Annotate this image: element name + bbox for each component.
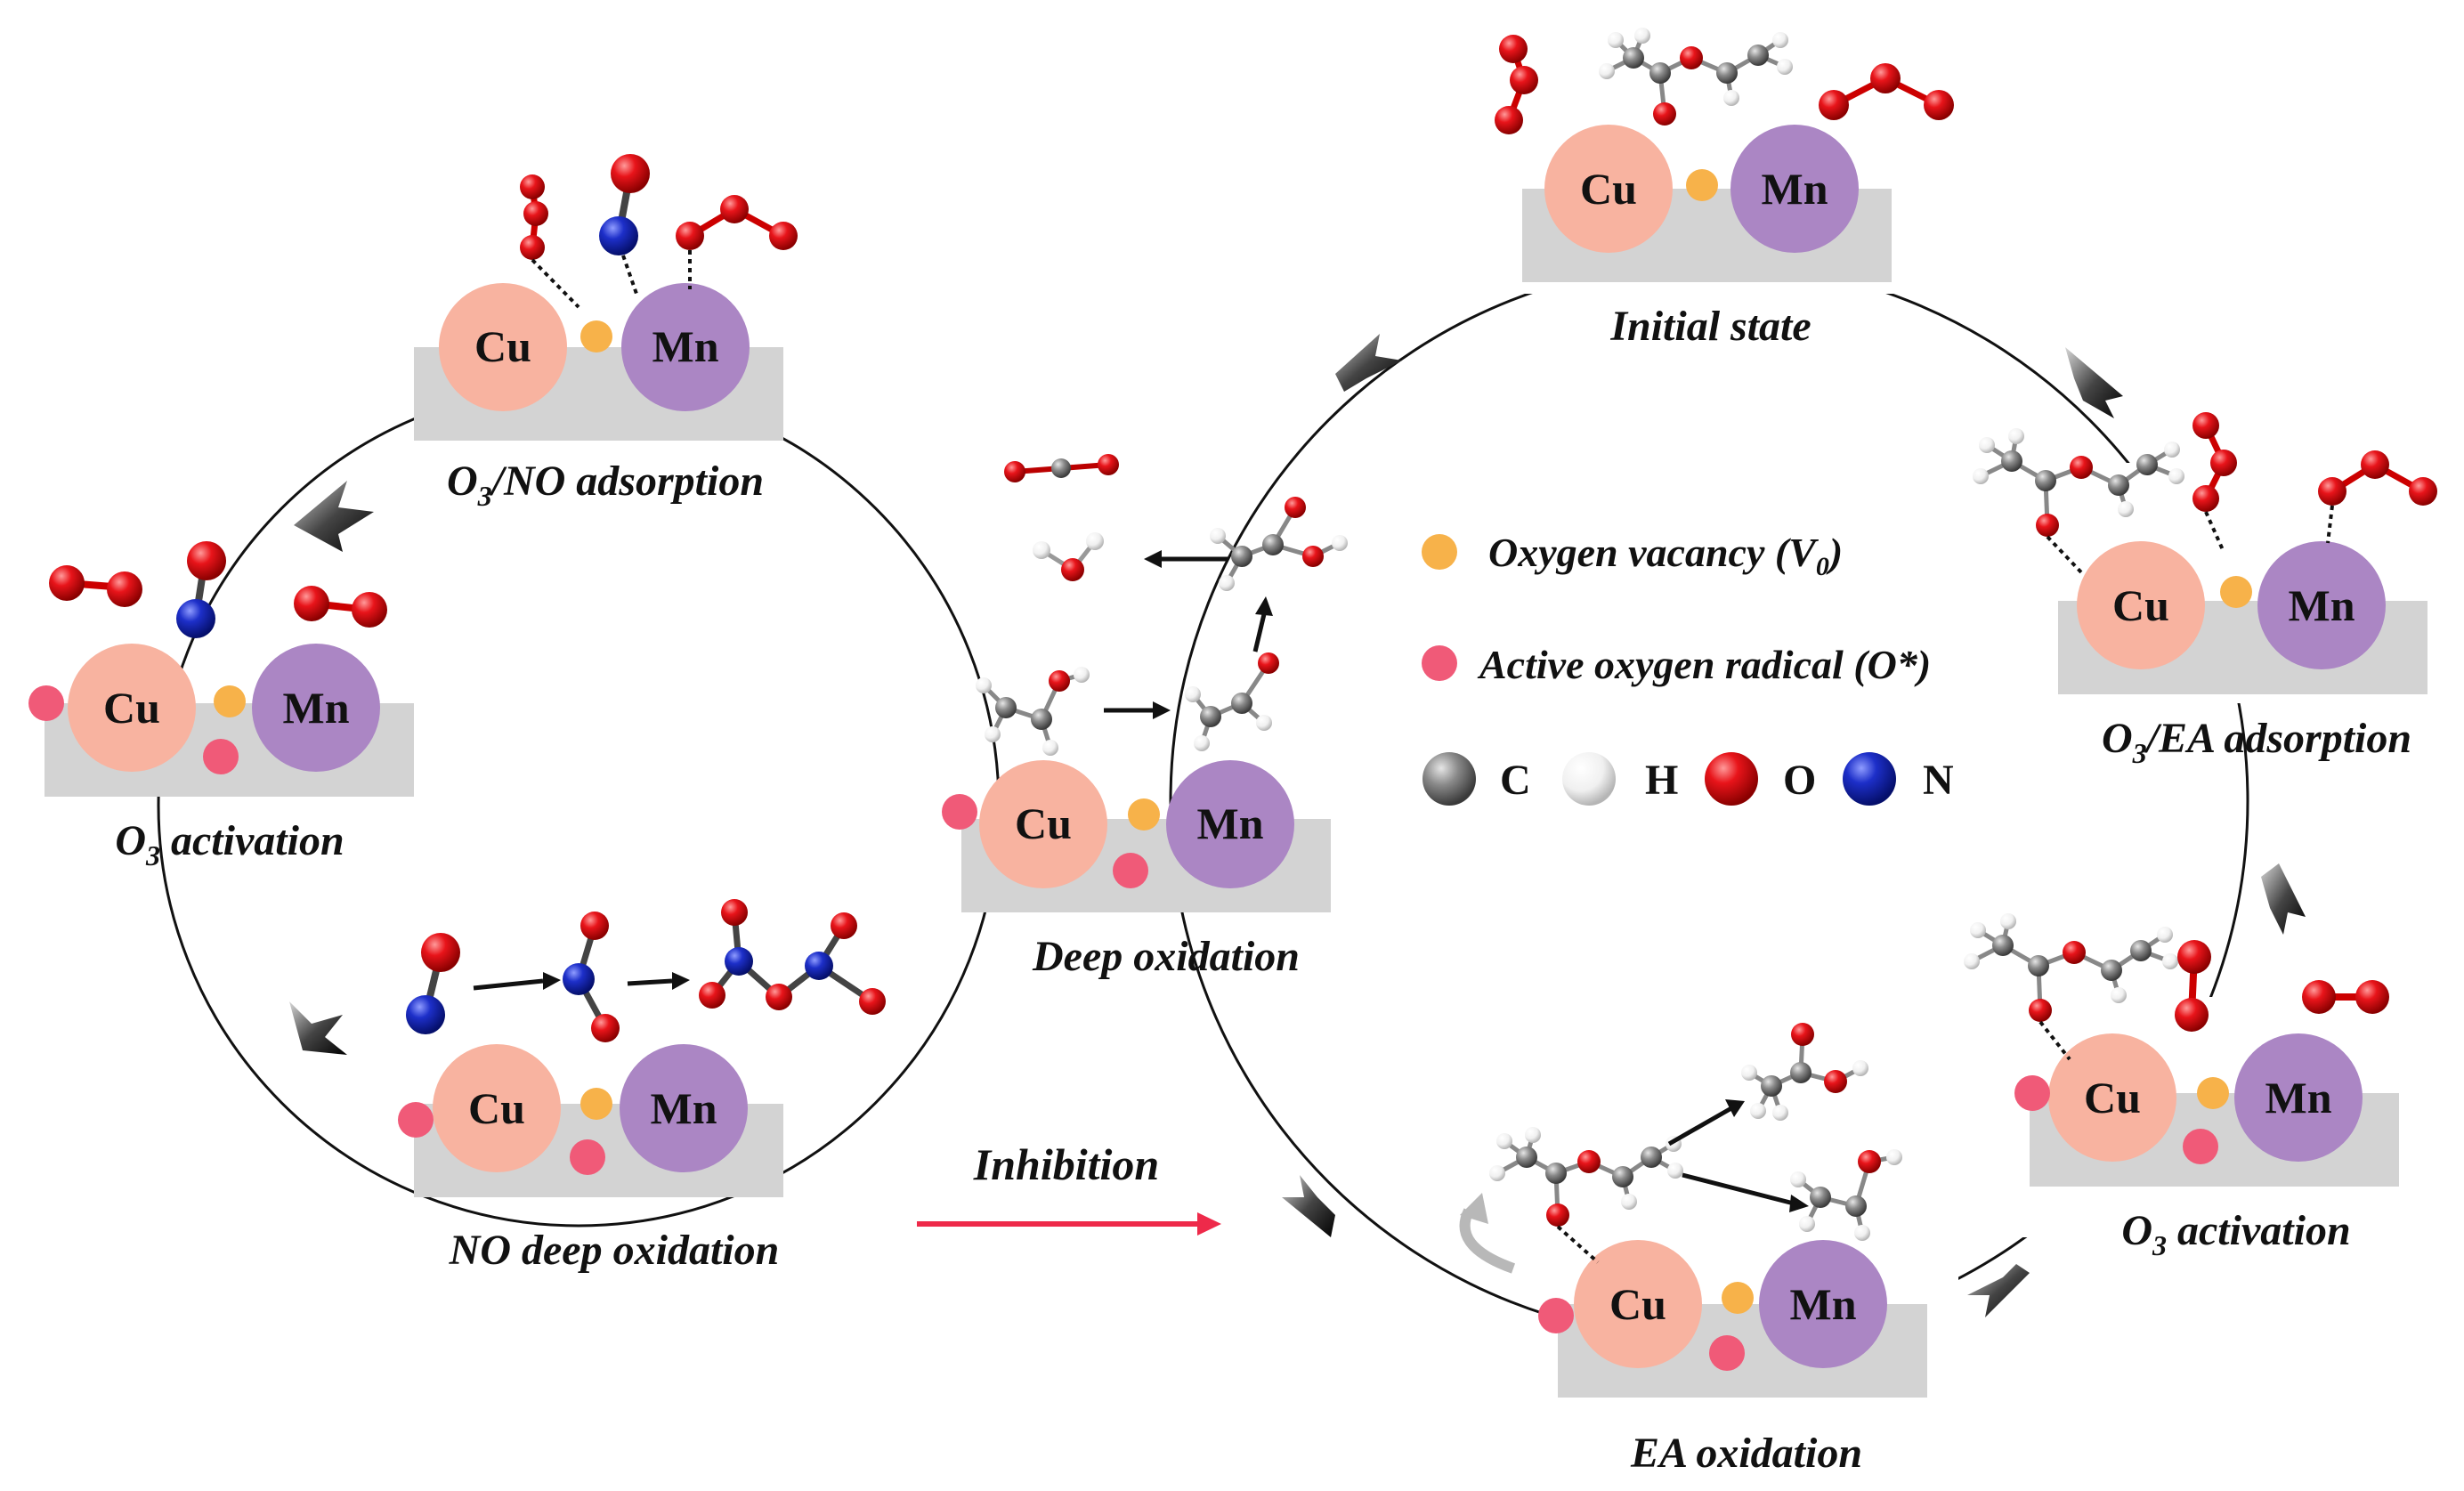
cycle-direction-arrows	[289, 334, 2306, 1317]
svg-text:Mn: Mn	[283, 683, 350, 733]
catalyst-initial-state: Cu Mn	[1522, 125, 1892, 282]
arrow-right-5	[1282, 1175, 1335, 1237]
catalyst-deep-oxidation: Cu Mn	[942, 760, 1331, 912]
legend-hydrogen-label: H	[1645, 757, 1678, 804]
label-initial-state: Initial state	[1609, 303, 1811, 350]
svg-text:Mn: Mn	[652, 321, 719, 371]
catalyst-no-deep-oxidation: Cu Mn	[398, 1044, 783, 1197]
legend-vacancy-label: Oxygen vacancy (V0)	[1488, 530, 1843, 581]
svg-text:Mn: Mn	[1790, 1279, 1857, 1329]
svg-text:Mn: Mn	[1197, 798, 1264, 848]
svg-text:Cu: Cu	[2112, 580, 2169, 630]
catalyst-o3-ea-adsorption: Cu Mn	[2058, 541, 2428, 694]
molecules	[49, 28, 2437, 1274]
svg-text:Cu: Cu	[103, 683, 160, 733]
legend-hydrogen-atom	[1562, 752, 1616, 806]
label-no-deep-oxidation: NO deep oxidation	[449, 1227, 780, 1274]
svg-text:Cu: Cu	[2084, 1073, 2141, 1122]
catalyst-ea-oxidation: Cu Mn	[1538, 1240, 1927, 1398]
label-o3-activation-left: O3 activation	[115, 817, 344, 871]
legend-vacancy-marker	[1422, 534, 1457, 570]
svg-text:Cu: Cu	[474, 321, 531, 371]
left-cycle-ring	[157, 384, 1001, 1228]
legend-nitrogen-label: N	[1923, 757, 1954, 804]
label-o3-ea-adsorption: O3/EA adsorption	[2102, 715, 2411, 769]
arrow-right-2	[2065, 347, 2123, 418]
arrow-right-4	[1967, 1264, 2030, 1317]
svg-text:Mn: Mn	[651, 1083, 717, 1133]
legend-oxygen-atom	[1705, 752, 1758, 806]
legend-carbon-label: C	[1500, 757, 1531, 804]
svg-text:Mn: Mn	[1762, 164, 1828, 214]
svg-text:Cu: Cu	[1609, 1279, 1666, 1329]
catalyst-o3-no-adsorption: Cu Mn	[414, 283, 783, 441]
legend-nitrogen-atom	[1843, 752, 1896, 806]
inhibition-label: Inhibition	[973, 1139, 1159, 1189]
legend-radical-label: Active oxygen radical (O*)	[1477, 642, 1931, 687]
catalyst-o3-activation-left: Cu Mn	[28, 644, 414, 797]
svg-text:Mn: Mn	[2289, 580, 2355, 630]
legend-carbon-atom	[1422, 752, 1476, 806]
catalyst-o3-activation-right: Cu Mn	[2014, 1033, 2399, 1187]
svg-text:Cu: Cu	[1015, 798, 1072, 848]
svg-text:Cu: Cu	[1580, 164, 1637, 214]
svg-text:Cu: Cu	[468, 1083, 525, 1133]
svg-text:Mn: Mn	[2265, 1073, 2332, 1122]
label-ea-oxidation: EA oxidation	[1630, 1430, 1862, 1477]
label-o3-no-adsorption: O3/NO adsorption	[447, 458, 764, 512]
legend-oxygen-label: O	[1783, 757, 1816, 804]
arrow-right-3	[2261, 863, 2306, 935]
legend: Oxygen vacancy (V0) Active oxygen radica…	[1422, 530, 1954, 806]
arrow-left-2	[289, 1001, 347, 1055]
arrow-left-1	[294, 481, 374, 552]
arrow-right-1	[1335, 334, 1402, 392]
label-deep-oxidation: Deep oxidation	[1032, 933, 1300, 980]
label-o3-activation-right: O3 activation	[2121, 1207, 2350, 1261]
inhibition-arrow	[917, 1212, 1221, 1236]
legend-radical-marker	[1422, 645, 1457, 681]
